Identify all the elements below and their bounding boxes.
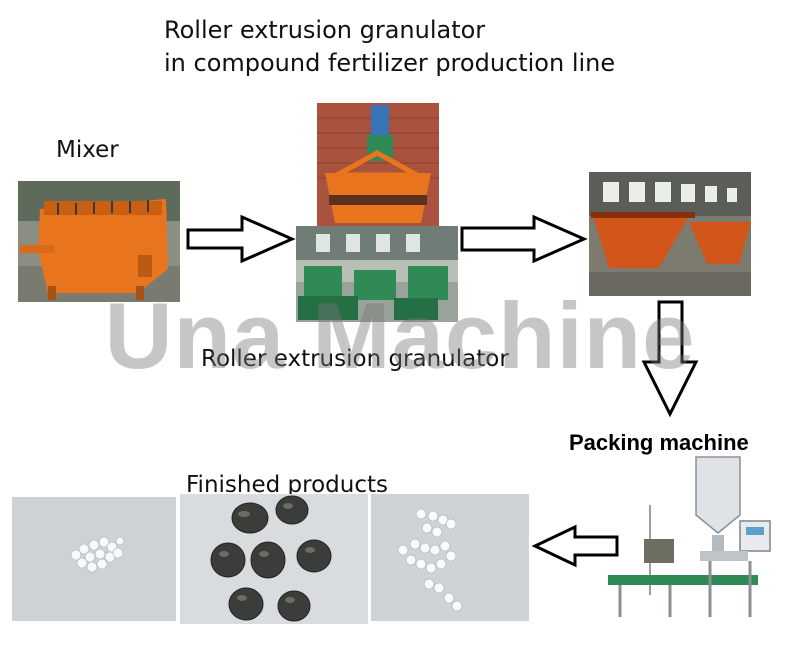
granulator-label: Roller extrusion granulator — [201, 346, 509, 372]
arrow-right-2 — [460, 214, 590, 264]
dryer-photo — [589, 172, 751, 296]
arrow-down — [640, 300, 700, 420]
title-line-2: in compound fertilizer production line — [164, 49, 616, 77]
granulator-closeup-photo — [317, 103, 439, 226]
title-line-1: Roller extrusion granulator — [164, 16, 486, 44]
arrow-left — [531, 524, 621, 568]
finished-product-photo-dark-briquettes — [180, 494, 368, 624]
packing-machine-label: Packing machine — [569, 430, 749, 455]
arrow-right-1 — [186, 214, 296, 264]
mixer-photo — [18, 181, 180, 302]
finished-products-label: Finished products — [186, 472, 388, 498]
finished-product-photo-white-granules-1 — [12, 497, 176, 621]
packing-machine-photo — [600, 455, 788, 621]
diagram-title: Roller extrusion granulator in compound … — [164, 14, 615, 80]
granulator-workshop-photo — [296, 226, 458, 322]
finished-product-photo-white-granules-2 — [371, 494, 529, 621]
mixer-label: Mixer — [56, 137, 119, 163]
